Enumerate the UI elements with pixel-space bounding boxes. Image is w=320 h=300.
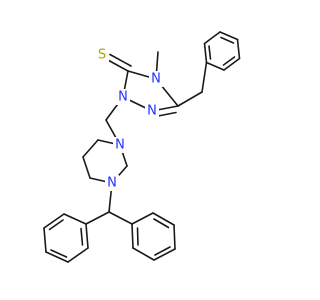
bond [173,224,176,250]
bond [203,31,221,45]
phenyl-ring-left [43,213,89,263]
atom-label-n: N [107,176,117,191]
bond [205,61,225,71]
benzhydryl-left-bond [85,211,110,225]
bond [152,212,175,226]
bond [219,31,239,41]
atom-label-s: S [98,48,106,63]
atom-label-n: N [115,138,125,153]
benzyl-linker [177,61,208,107]
bond [82,139,99,158]
bond [131,212,154,225]
bond [236,38,241,60]
bond [43,213,65,229]
bond-inner [48,219,64,231]
atom-label-n: N [151,72,161,87]
atom-label-n: N [147,104,157,119]
atom-labels: S N N N N N [95,47,163,191]
atom-n2: N [145,103,159,119]
atom-n-piperazine-bottom: N [105,175,119,191]
bond [203,42,208,64]
bond-inner [208,45,212,60]
bond-inner [136,227,139,246]
bond-inner [222,56,236,66]
bond [106,58,129,72]
bond [63,213,87,225]
bond-inner [50,249,68,258]
atom-s: S [95,47,109,63]
atom-n-piperazine-top: N [113,137,127,153]
phenyl-ring-right [131,212,176,261]
molecule-structure: S N N N N N [43,31,241,263]
bond [153,248,176,261]
bond [177,91,203,107]
bond [43,227,47,253]
bond-inner [80,227,84,246]
benzhydryl-right-bond [108,211,133,225]
bond [82,156,91,179]
bond [109,53,132,67]
phenyl-ring-benzyl [203,31,241,71]
bond [223,57,241,71]
bond-inner [153,218,170,229]
bond [132,247,155,261]
bond [45,251,69,263]
bond [131,223,134,249]
bond [85,223,89,249]
atom-n4: N [149,71,163,87]
atom-label-n: N [118,90,128,105]
thione-bond [106,53,132,72]
bond [67,247,89,263]
bond-inner [220,36,235,44]
atom-n1: N [116,89,130,105]
bond [201,61,208,93]
bond-inner [154,246,171,256]
